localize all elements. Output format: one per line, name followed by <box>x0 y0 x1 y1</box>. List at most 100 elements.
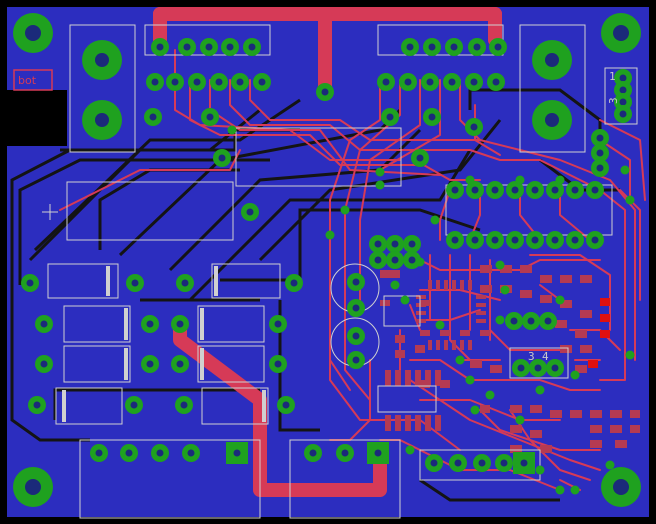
through-hole-pads <box>21 38 635 495</box>
drill-hole <box>571 236 579 244</box>
drill-hole <box>494 43 502 51</box>
via <box>495 315 505 325</box>
drill-hole <box>33 401 41 409</box>
drill-hole <box>40 320 48 328</box>
drill-hole <box>374 256 382 264</box>
drill-hole <box>391 256 399 264</box>
drill-hole <box>491 186 499 194</box>
via <box>555 485 565 495</box>
via <box>625 195 635 205</box>
drill-hole <box>471 236 479 244</box>
drill-hole <box>430 459 438 467</box>
drill-hole <box>591 186 599 194</box>
drill-hole <box>426 78 434 86</box>
drill-hole <box>206 113 214 121</box>
drill-hole <box>551 186 559 194</box>
via <box>227 125 237 135</box>
drill-hole <box>40 360 48 368</box>
drill-hole <box>619 74 627 82</box>
drill-hole <box>591 236 599 244</box>
via <box>465 375 475 385</box>
via <box>570 485 580 495</box>
via <box>390 280 400 290</box>
drill-hole <box>520 459 528 467</box>
drill-hole <box>408 240 416 248</box>
via <box>535 385 545 395</box>
drill-hole <box>321 88 329 96</box>
drill-hole <box>571 186 579 194</box>
drill-hole <box>248 43 256 51</box>
drill-hole <box>619 110 627 118</box>
drill-hole <box>290 279 298 287</box>
drill-hole <box>352 332 360 340</box>
connector-pin-3-label: 3 <box>607 97 620 104</box>
crosshair-origin <box>42 204 58 220</box>
drill-hole <box>146 320 154 328</box>
drill-hole <box>233 449 241 457</box>
drill-hole <box>416 154 424 162</box>
drill-hole <box>187 449 195 457</box>
drill-hole <box>341 449 349 457</box>
drill-hole <box>517 364 525 372</box>
drill-hole <box>258 78 266 86</box>
via <box>465 175 475 185</box>
via <box>375 180 385 190</box>
via <box>625 350 635 360</box>
drill-hole <box>226 43 234 51</box>
drill-hole <box>448 78 456 86</box>
drill-hole <box>218 154 226 162</box>
via <box>500 285 510 295</box>
via <box>405 445 415 455</box>
via <box>555 295 565 305</box>
drill-hole <box>531 186 539 194</box>
drill-hole <box>619 86 627 94</box>
via <box>415 257 425 267</box>
drill-hole <box>156 449 164 457</box>
diodes <box>62 266 266 422</box>
drill-hole <box>130 401 138 409</box>
drill-hole <box>151 78 159 86</box>
drill-hole <box>391 240 399 248</box>
header-pin-3-label: 3 <box>528 350 535 363</box>
drill-hole <box>451 236 459 244</box>
drill-hole <box>596 149 604 157</box>
terminal-pads <box>82 40 572 140</box>
drill-hole <box>619 98 627 106</box>
via <box>485 390 495 400</box>
drill-hole <box>534 364 542 372</box>
drill-hole <box>146 360 154 368</box>
drill-hole <box>374 449 382 457</box>
drill-hole <box>181 279 189 287</box>
drill-hole <box>596 164 604 172</box>
via <box>435 320 445 330</box>
drill-hole <box>149 113 157 121</box>
drill-hole <box>527 317 535 325</box>
drill-hole <box>454 459 462 467</box>
drill-hole <box>176 360 184 368</box>
drill-hole <box>544 317 552 325</box>
drill-hole <box>282 401 290 409</box>
drill-hole <box>352 304 360 312</box>
drill-hole <box>596 134 604 142</box>
via <box>515 175 525 185</box>
drill-hole <box>428 113 436 121</box>
drill-hole <box>404 78 412 86</box>
drill-hole <box>374 240 382 248</box>
drill-hole <box>215 78 223 86</box>
via <box>455 355 465 365</box>
drill-hole <box>386 113 394 121</box>
ic-smd-left <box>385 370 441 431</box>
via <box>470 405 480 415</box>
drill-hole <box>236 78 244 86</box>
drill-hole <box>176 320 184 328</box>
drill-hole <box>551 364 559 372</box>
drill-hole <box>408 256 416 264</box>
drill-hole <box>95 449 103 457</box>
drill-hole <box>531 236 539 244</box>
via <box>430 215 440 225</box>
drill-hole <box>470 78 478 86</box>
drill-hole <box>511 186 519 194</box>
via <box>535 465 545 475</box>
